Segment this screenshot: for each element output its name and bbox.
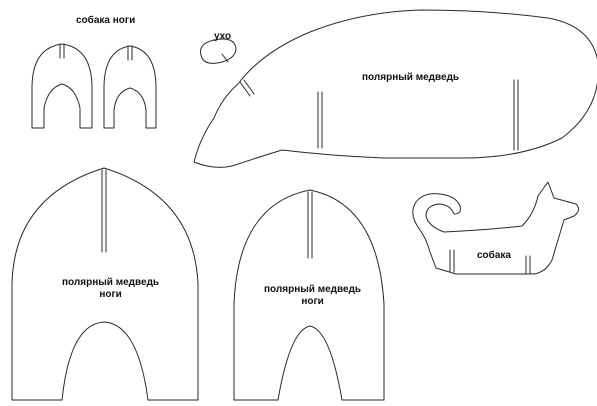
polar-bear-body-label: полярный медведь bbox=[362, 72, 460, 83]
polar-bear-legs-label-right-line2: ноги bbox=[301, 296, 324, 307]
polar-bear-legs-label-right: полярный медведь ноги bbox=[264, 284, 361, 308]
polar-bear-legs-label-right-line1: полярный медведь bbox=[264, 284, 362, 295]
polar-bear-body-piece bbox=[193, 9, 597, 168]
dog-leg-piece-right bbox=[103, 45, 157, 129]
polar-bear-legs-piece-left bbox=[11, 167, 199, 401]
dog-body-piece bbox=[412, 181, 580, 275]
dog-legs-label: собака ноги bbox=[76, 15, 136, 26]
polar-bear-legs-label-left-line2: ноги bbox=[99, 289, 122, 300]
dog-leg-piece-left bbox=[31, 43, 93, 129]
ear-label: ухо bbox=[214, 31, 232, 42]
polar-bear-legs-piece-right bbox=[233, 189, 385, 401]
ear-piece bbox=[200, 38, 237, 64]
dog-body-label: собака bbox=[477, 250, 511, 261]
polar-bear-legs-label-left: полярный медведь ноги bbox=[62, 277, 159, 301]
polar-bear-legs-label-left-line1: полярный медведь bbox=[62, 277, 160, 288]
